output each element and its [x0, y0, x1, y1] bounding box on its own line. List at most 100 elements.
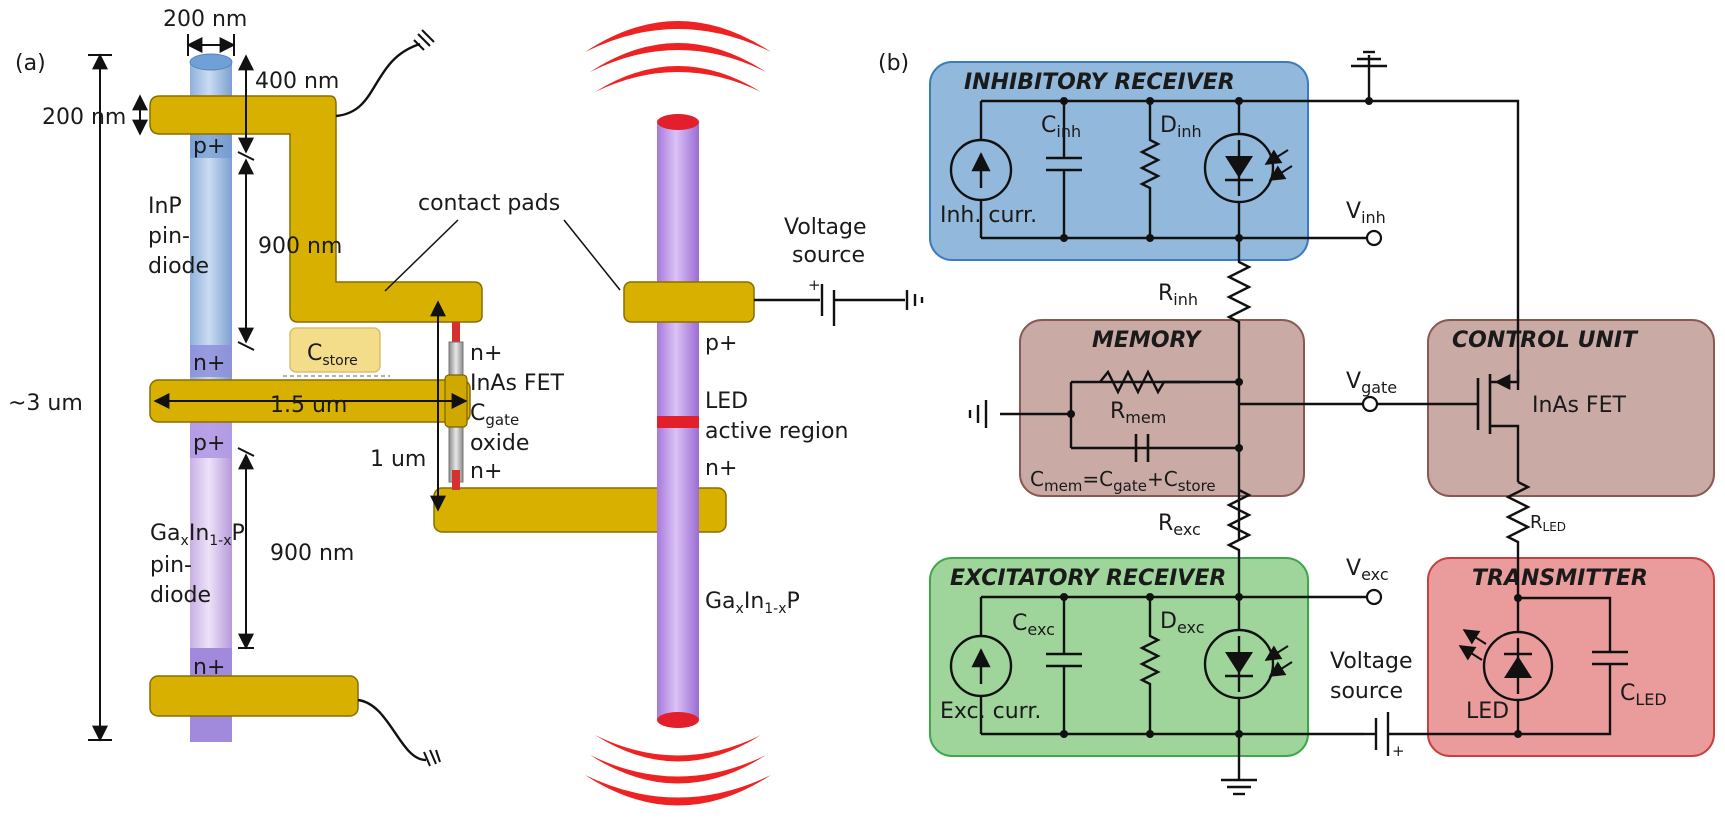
bottom-contact-pad	[149, 675, 359, 717]
v-inh-label: Vinh	[1346, 199, 1386, 227]
bottom-ground-icon	[423, 749, 441, 767]
excitatory-receiver-box	[929, 557, 1309, 757]
exc-curr-label: Exc. curr.	[940, 699, 1041, 724]
n-region-1	[190, 345, 232, 377]
led-bottom-cap	[657, 712, 699, 728]
c-store-capacitor	[289, 327, 381, 373]
c-exc-label: Cexc	[1012, 611, 1055, 639]
r-led-label: RLED	[1530, 512, 1566, 534]
gainp-line2: pin-	[150, 553, 192, 578]
memory-box	[1019, 319, 1305, 497]
inas-fet-nanowire	[444, 322, 468, 490]
transmitter-title: TRANSMITTER	[1472, 566, 1648, 591]
top-contact-pad	[149, 95, 483, 323]
d-exc-label: Dexc	[1160, 609, 1205, 637]
voltage-b-plus: +	[1392, 742, 1405, 760]
transmitter-box	[1427, 557, 1715, 757]
inh-resistor-icon	[1139, 101, 1161, 238]
led-n: n+	[705, 456, 737, 481]
inp-body	[190, 150, 232, 350]
top-ground-b-icon	[1351, 50, 1387, 101]
inh-curr-label: Inh. curr.	[940, 203, 1037, 228]
dim-1: 1 um	[370, 447, 426, 472]
control-unit-box	[1427, 319, 1715, 497]
contact-pads-leader-1	[384, 219, 459, 292]
led-active1: LED	[705, 389, 748, 414]
bottom-ground-wire	[357, 698, 427, 762]
gainp-pillar-segment	[190, 458, 232, 648]
c-store-label: Cstore	[307, 341, 358, 369]
doping-p2: p+	[193, 431, 225, 456]
v-gate-label: Vgate	[1346, 369, 1397, 397]
led-active2: active region	[705, 419, 848, 444]
fet-n-bottom: n+	[470, 459, 502, 484]
v-gate-terminal	[1361, 395, 1379, 413]
gainp-label-line1: GaxIn1-xP	[150, 521, 245, 549]
top-ground-icon	[413, 29, 435, 51]
voltage-source-a-symbol	[754, 284, 924, 326]
doping-p1: p+	[193, 134, 225, 159]
dim-200-left: 200 nm	[42, 105, 126, 130]
r-inh-resistor-icon	[1226, 238, 1252, 360]
led-label-b: LED	[1466, 699, 1509, 724]
memory-ground-icon	[968, 400, 988, 428]
contact-pads-label: contact pads	[418, 191, 560, 216]
bottom-ground-b-icon	[1221, 778, 1257, 796]
panel-a: (a) Cstore	[8, 7, 924, 806]
doping-n1: n+	[193, 351, 225, 376]
r-led-resistor-icon	[1505, 480, 1531, 598]
fet-n-bottom-contact	[452, 470, 460, 490]
c-mem-eq-label: Cmem=Cgate+Cstore	[1030, 467, 1216, 495]
emission-bottom	[585, 735, 771, 806]
d-inh-label: Dinh	[1160, 113, 1202, 141]
fet-n-top: n+	[470, 341, 502, 366]
dim-1-5: 1.5 um	[270, 393, 347, 418]
voltage-a-plus: +	[808, 276, 821, 294]
gainp-line3: diode	[150, 583, 211, 608]
r-exc-label: Rexc	[1158, 511, 1201, 539]
r-inh-label: Rinh	[1158, 281, 1198, 309]
control-unit-title: CONTROL UNIT	[1452, 328, 1639, 353]
inp-line2: pin-	[148, 224, 190, 249]
v-exc-label: Vexc	[1346, 556, 1389, 584]
memory-title: MEMORY	[1092, 328, 1202, 353]
p-region-2	[190, 418, 232, 458]
c-inh-label: Cinh	[1041, 113, 1081, 141]
inas-fet-symbol	[1377, 370, 1520, 482]
inhibitory-title: INHIBITORY RECEIVER	[964, 70, 1235, 95]
dim-400: 400 nm	[255, 69, 339, 94]
oxide-label: oxide	[470, 431, 529, 456]
top-ground-wire	[335, 42, 421, 118]
led-top-pad	[623, 281, 755, 323]
transmitter-circuit	[1458, 594, 1628, 738]
ground-to-fet-wire	[1369, 99, 1520, 390]
voltage-source-b-symbol	[1364, 712, 1518, 756]
memory-circuit	[1000, 360, 1379, 540]
fet-label: InAs FET	[470, 371, 564, 396]
dimension-lines	[88, 34, 468, 742]
dim-total: ~3 um	[8, 391, 83, 416]
c-gate-label: Cgate	[470, 401, 519, 429]
fet-label-b: InAs FET	[1532, 393, 1626, 418]
led-top-cap	[657, 114, 699, 130]
doping-n2: n+	[193, 655, 225, 680]
dim-900-top: 900 nm	[258, 234, 342, 259]
exc-current-source-icon	[949, 634, 1013, 698]
v-inh-terminal	[1365, 229, 1383, 247]
fet-n-top-contact	[452, 322, 460, 342]
voltage-source-a-2: source	[792, 243, 865, 268]
inhibitory-receiver-box	[929, 61, 1309, 261]
led-material-label: GaxIn1-xP	[705, 589, 800, 617]
voltage-source-b-1: Voltage	[1330, 649, 1413, 674]
contact-pads-leader-2	[563, 219, 621, 291]
inp-line1: InP	[148, 194, 182, 219]
led-active-region	[657, 416, 699, 428]
panel-a-label: (a)	[15, 51, 46, 76]
emission-top	[585, 21, 771, 92]
excitatory-circuit	[949, 588, 1383, 780]
led-p: p+	[705, 331, 737, 356]
inhibitory-circuit	[949, 99, 1383, 247]
inp-line3: diode	[148, 254, 209, 279]
r-mem-resistor-icon	[1099, 369, 1200, 395]
